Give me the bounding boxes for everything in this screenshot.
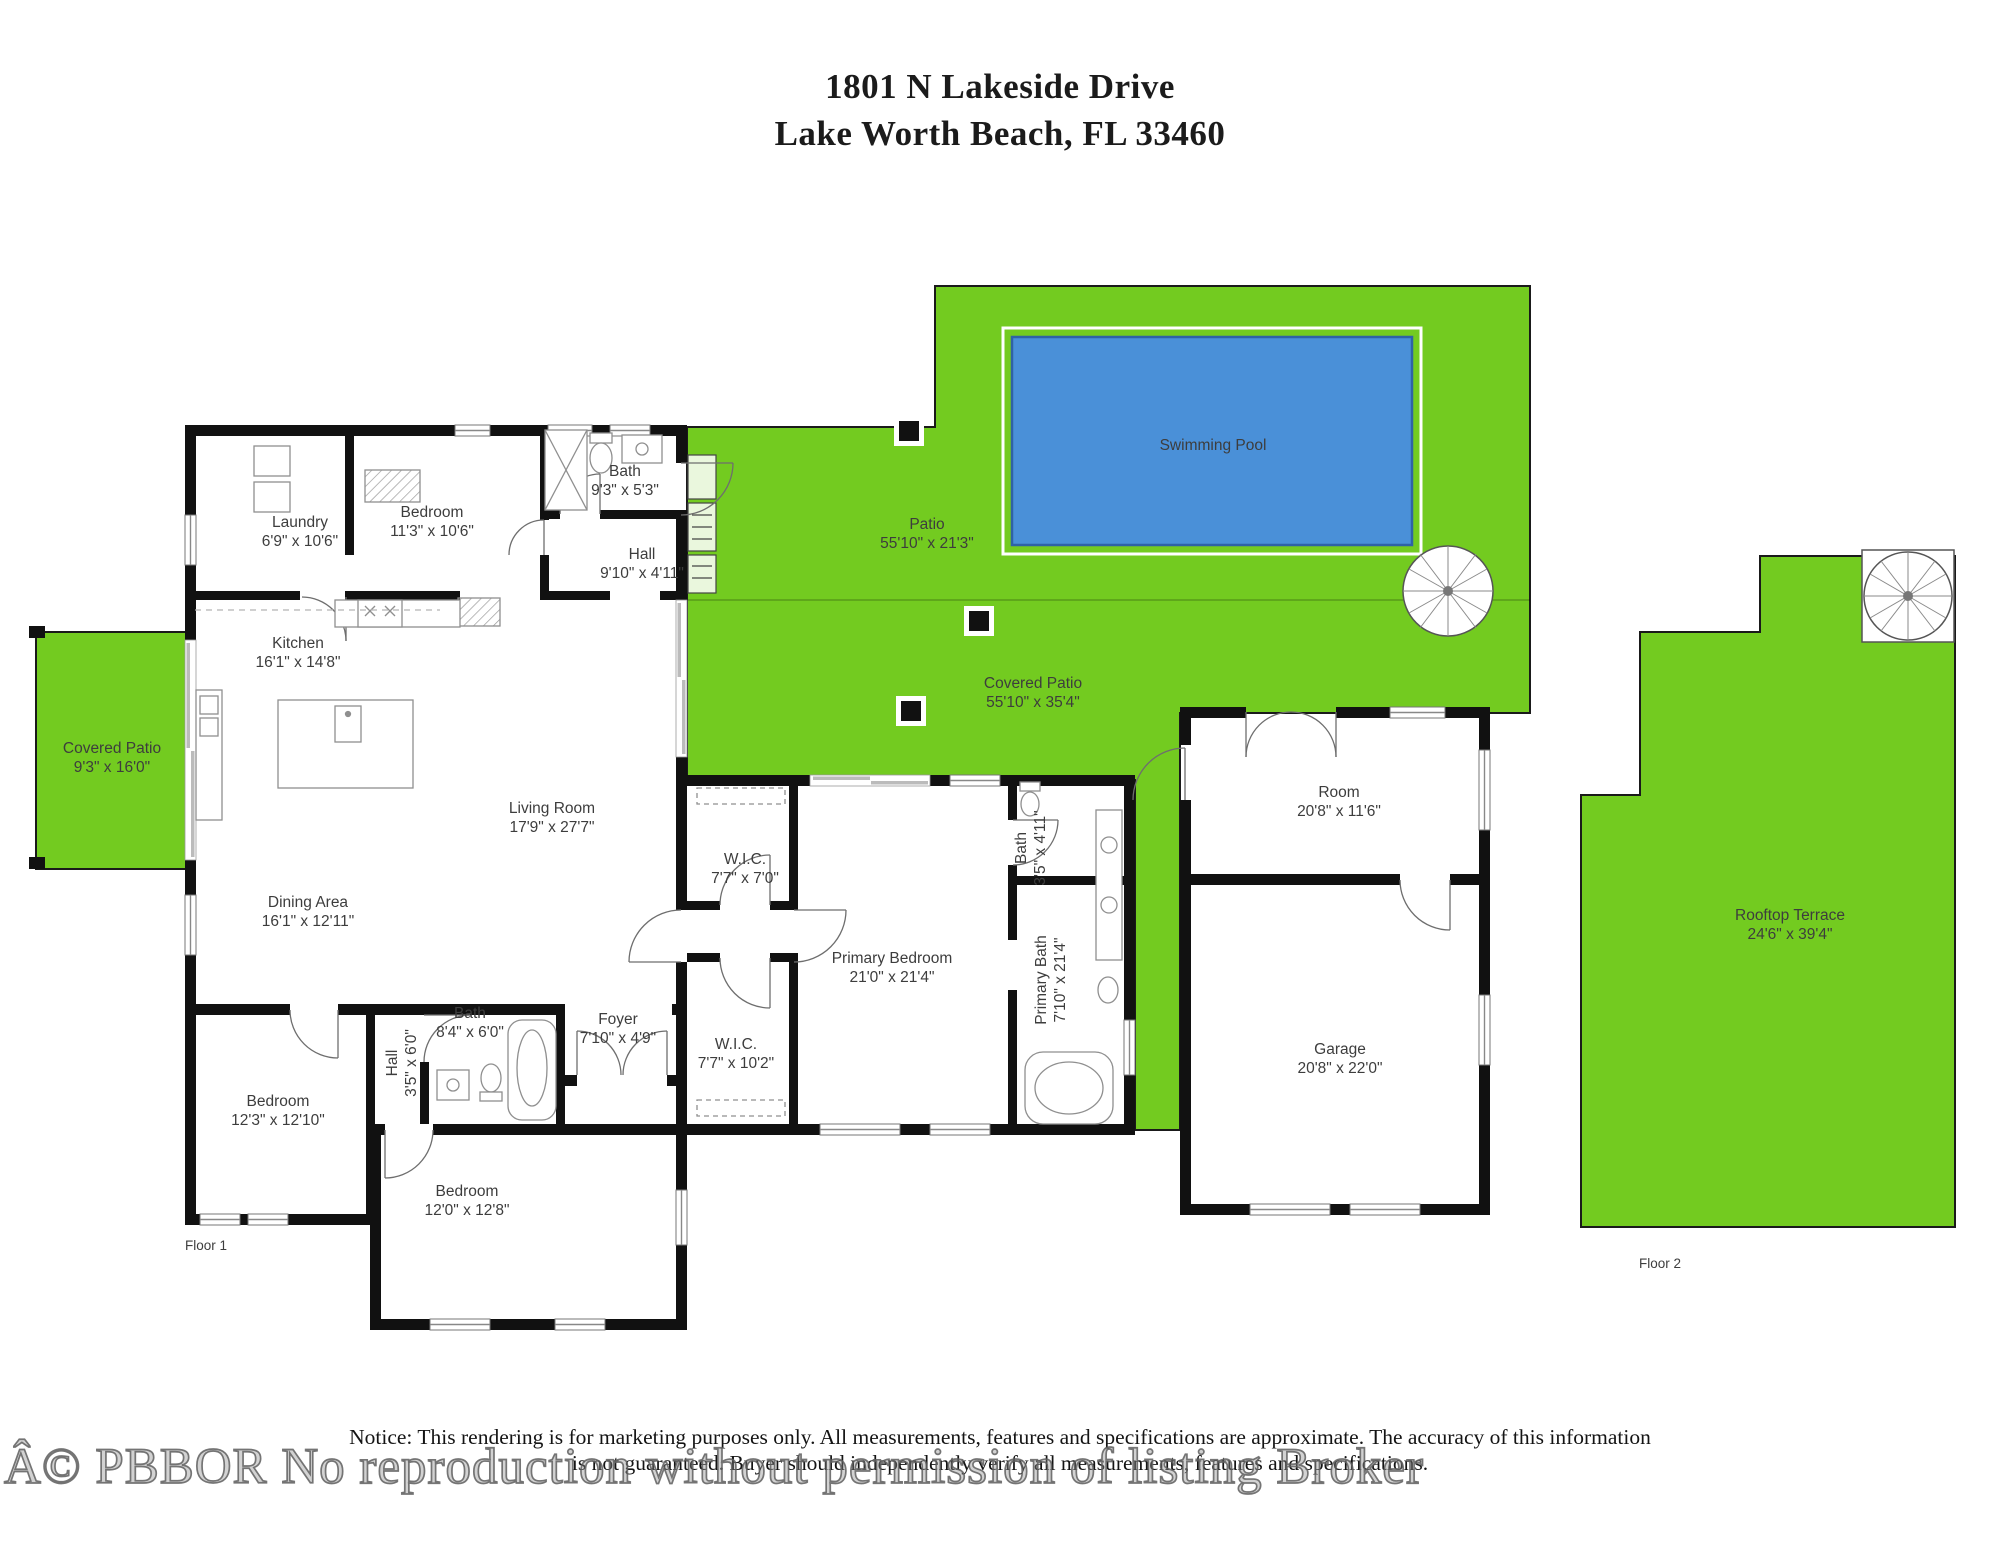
city-line: Lake Worth Beach, FL 33460 — [774, 113, 1226, 153]
room-dims: 16'1" x 12'11" — [262, 913, 354, 930]
room-dims: 6'9" x 10'6" — [262, 533, 338, 550]
floor1-windows — [184, 424, 1491, 1331]
outdoor-kitchen — [687, 454, 717, 594]
floor-label: Floor 1 — [185, 1238, 227, 1253]
room-label-group: Laundry 6'9" x 10'6" — [262, 514, 338, 550]
room-dims: 9'3" x 16'0" — [74, 759, 150, 776]
room-name: Bedroom — [401, 504, 464, 521]
page-title: 1801 N Lakeside Drive Lake Worth Beach, … — [0, 64, 2000, 157]
room-name: Covered Patio — [63, 740, 161, 757]
room-dims: 16'1" x 14'8" — [255, 654, 340, 671]
room-dims: 17'9" x 27'7" — [509, 819, 594, 836]
room-name: Kitchen — [272, 635, 324, 652]
address-line: 1801 N Lakeside Drive — [825, 67, 1175, 106]
room-name: Patio — [909, 516, 944, 533]
notice-line-1: Notice: This rendering is for marketing … — [349, 1425, 1651, 1449]
room-name: Covered Patio — [984, 675, 1082, 692]
room-dims: 9'10" x 4'11" — [600, 565, 684, 582]
room-label-group: Kitchen 16'1" x 14'8" — [255, 635, 340, 671]
room-dims: 11'3" x 10'6" — [390, 523, 474, 540]
room-dims: 20'8" x 11'6" — [1297, 803, 1381, 820]
room-dims: 7'7" x 7'0" — [711, 870, 779, 887]
room-dims: 7'7" x 10'2" — [698, 1055, 774, 1072]
room-label-group: W.I.C. 7'7" x 7'0" — [711, 851, 779, 887]
floor2-terrace — [1580, 549, 1956, 1228]
patio-posts — [894, 416, 994, 726]
floor-label: Floor 2 — [1639, 1256, 1681, 1271]
room-name: Bath — [454, 1005, 486, 1022]
patio-post — [29, 857, 45, 869]
room-name: Garage — [1314, 1041, 1366, 1058]
swimming-pool — [1010, 335, 1414, 547]
room-label-group: Swimming Pool — [1160, 437, 1267, 454]
room-name: Bath — [1013, 832, 1030, 864]
room-label-group: Covered Patio 9'3" x 16'0" — [63, 740, 161, 776]
pool-deck-outline — [1001, 326, 1423, 556]
room-label-group: Bedroom 12'0" x 12'8" — [424, 1183, 509, 1219]
floor1-fixtures — [195, 429, 1123, 1125]
room-name: Hall — [384, 1050, 401, 1077]
room-name: Foyer — [598, 1011, 638, 1028]
spiral-staircase-floor2 — [1861, 549, 1955, 643]
room-name: Swimming Pool — [1160, 437, 1267, 454]
room-dims: 21'0" x 21'4" — [849, 969, 934, 986]
room-name: Bedroom — [436, 1183, 499, 1200]
room-name: Primary Bath — [1033, 935, 1050, 1025]
room-name: Bath — [609, 463, 641, 480]
room-label-group: Bath 9'3" x 5'3" — [591, 463, 659, 499]
broker-watermark: Â© PBBOR No reproduction without permiss… — [3, 1438, 1425, 1496]
room-dims: 9'3" x 5'3" — [591, 482, 659, 499]
room-name: Room — [1318, 784, 1359, 801]
disclaimer-notice: Notice: This rendering is for marketing … — [0, 1424, 2000, 1476]
room-name: Dining Area — [268, 894, 349, 911]
room-name: Hall — [629, 546, 656, 563]
room-dims: 55'10" x 21'3" — [880, 535, 974, 552]
room-dims: 7'10" x 21'4" — [1052, 937, 1069, 1022]
floor1-doors — [289, 462, 1451, 1179]
room-name: Living Room — [509, 800, 595, 817]
room-dims: 7'10" x 4'9" — [580, 1030, 656, 1047]
sliding-doors — [184, 599, 931, 861]
room-label-group: Bedroom 12'3" x 12'10" — [231, 1093, 325, 1129]
room-dims: 20'8" x 22'0" — [1297, 1060, 1382, 1077]
room-label-group: Room 20'8" x 11'6" — [1297, 784, 1381, 820]
room-label-group: Hall 9'10" x 4'11" — [600, 546, 684, 582]
room-dims: 55'10" x 35'4" — [986, 694, 1080, 711]
patio-post — [29, 626, 45, 638]
room-label-group: W.I.C. 7'7" x 10'2" — [698, 1036, 774, 1072]
notice-line-2: is not guaranteed. Buyer should independ… — [571, 1451, 1429, 1476]
room-name: W.I.C. — [724, 851, 766, 868]
room-name: Primary Bedroom — [832, 950, 953, 967]
room-label-group: Dining Area 16'1" x 12'11" — [262, 894, 354, 930]
room-name: Rooftop Terrace — [1735, 907, 1845, 924]
room-label-group: Patio 55'10" x 21'3" — [880, 516, 974, 552]
room-label-group: Garage 20'8" x 22'0" — [1297, 1041, 1382, 1077]
room-label-group: Living Room 17'9" x 27'7" — [509, 800, 595, 836]
room-dims: 8'4" x 6'0" — [436, 1024, 504, 1041]
room-label-group: Rooftop Terrace 24'6" x 39'4" — [1735, 907, 1845, 943]
room-dims: 24'6" x 39'4" — [1747, 926, 1832, 943]
room-dims: 12'3" x 12'10" — [231, 1112, 325, 1129]
room-dims: 12'0" x 12'8" — [424, 1202, 509, 1219]
room-dims: 3'5" x 6'0" — [403, 1029, 420, 1097]
spiral-staircase-floor1 — [1402, 545, 1494, 637]
room-label-group: Bath 8'4" x 6'0" — [436, 1005, 504, 1041]
rooftop-terrace-area — [1580, 555, 1956, 1228]
room-name: Laundry — [272, 514, 328, 531]
room-label-group: Foyer 7'10" x 4'9" — [580, 1011, 656, 1047]
room-dims: 3'5" x 4'11" — [1032, 810, 1049, 885]
room-label-group: Bedroom 11'3" x 10'6" — [390, 504, 474, 540]
floor1-outdoor-areas — [29, 285, 1531, 1131]
room-name: Bedroom — [247, 1093, 310, 1110]
room-label-group: Primary Bedroom 21'0" x 21'4" — [832, 950, 953, 986]
room-label-group: Covered Patio 55'10" x 35'4" — [984, 675, 1082, 711]
room-name: W.I.C. — [715, 1036, 757, 1053]
